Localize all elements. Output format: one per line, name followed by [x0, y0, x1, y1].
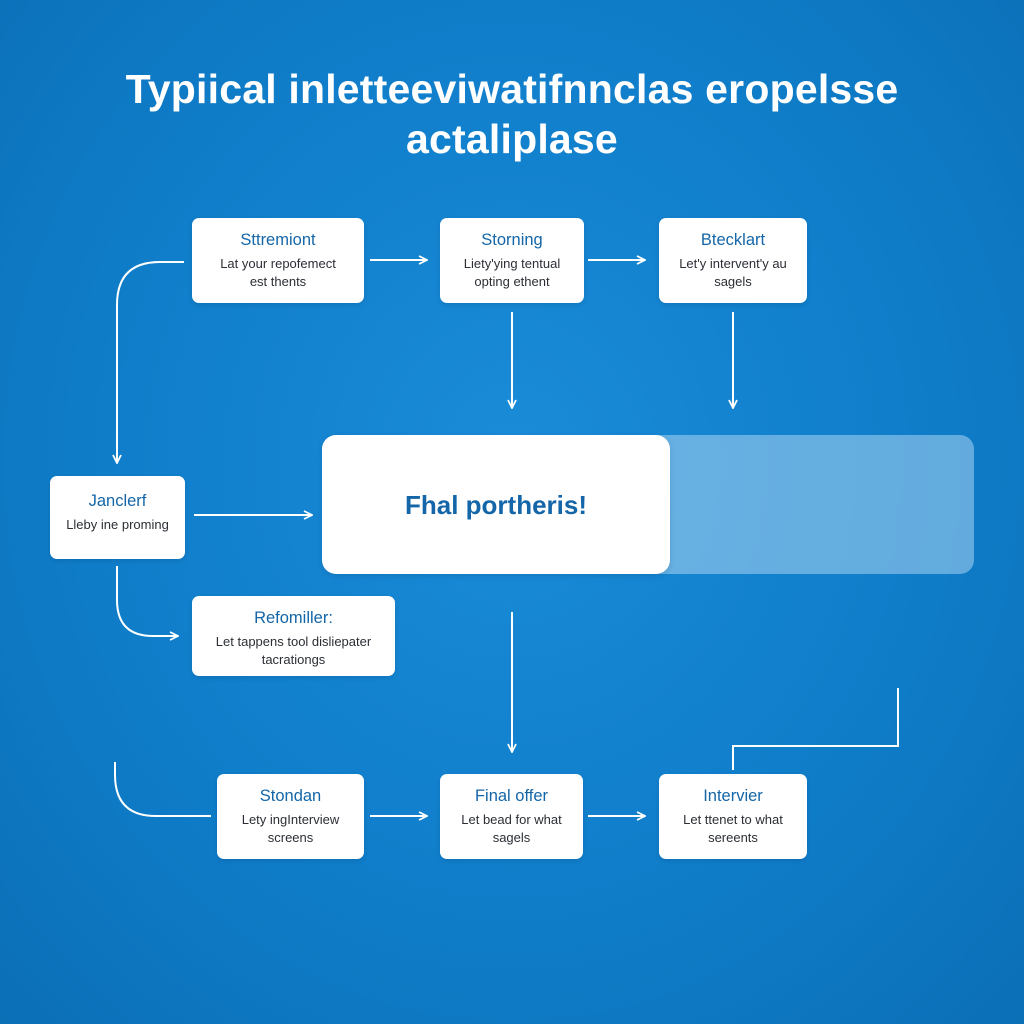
node-description: Let tappens tool disliepater tacrationgs [215, 634, 372, 667]
node-strremiont: Sttremiont Lat your repofemect est thent… [192, 218, 364, 303]
connector-janclerf-to-refomiller [116, 566, 178, 636]
node-title: Final offer [474, 787, 549, 805]
node-final-offer: Final offer Let bead for what sagels [440, 774, 583, 859]
node-description: Let bead for what sagels [461, 812, 562, 845]
final-portheris-label: Fhal portheris! [404, 489, 587, 520]
diagram-title-line-2: actaliplase [406, 116, 618, 162]
node-title: Sttremiont [240, 231, 316, 249]
node-intervier: Intervier Let ttenet to what sereents [659, 774, 807, 859]
node-title: Storning [481, 231, 543, 249]
connector-loop-to-janclerf [117, 261, 184, 463]
node-title: Janclerf [88, 492, 147, 510]
node-stondan: Stondan Lety ingInterview screens [217, 774, 364, 859]
node-description: Let ttenet to what sereents [683, 812, 783, 845]
node-refomiller: Refomiller: Let tappens tool disliepater… [192, 596, 395, 676]
node-title: Stondan [259, 787, 322, 805]
node-title: Refomiller: [254, 609, 333, 627]
node-description: Liety'ying tentual opting ethent [463, 256, 561, 289]
node-storning: Storning Liety'ying tentual opting ethen… [440, 218, 584, 303]
final-portheris-box: Fhal portheris! [322, 435, 670, 574]
connector-loop-to-stondan [114, 762, 211, 817]
node-description: Lleby ine proming [66, 517, 169, 532]
connector-intervier-up [732, 688, 899, 770]
node-title: Intervier [703, 787, 763, 805]
node-janclerf: Janclerf Lleby ine proming [50, 476, 185, 559]
node-title: Btecklart [700, 231, 766, 249]
node-description: Lety ingInterview screens [241, 812, 340, 845]
node-btecklart: Btecklart Let'y intervent'y au sagels [659, 218, 807, 303]
node-description: Let'y intervent'y au sagels [679, 256, 787, 289]
node-description: Lat your repofemect est thents [220, 256, 336, 289]
diagram-title-line-1: Typiical inletteeviwatifnnclas eropelsse [125, 66, 899, 112]
